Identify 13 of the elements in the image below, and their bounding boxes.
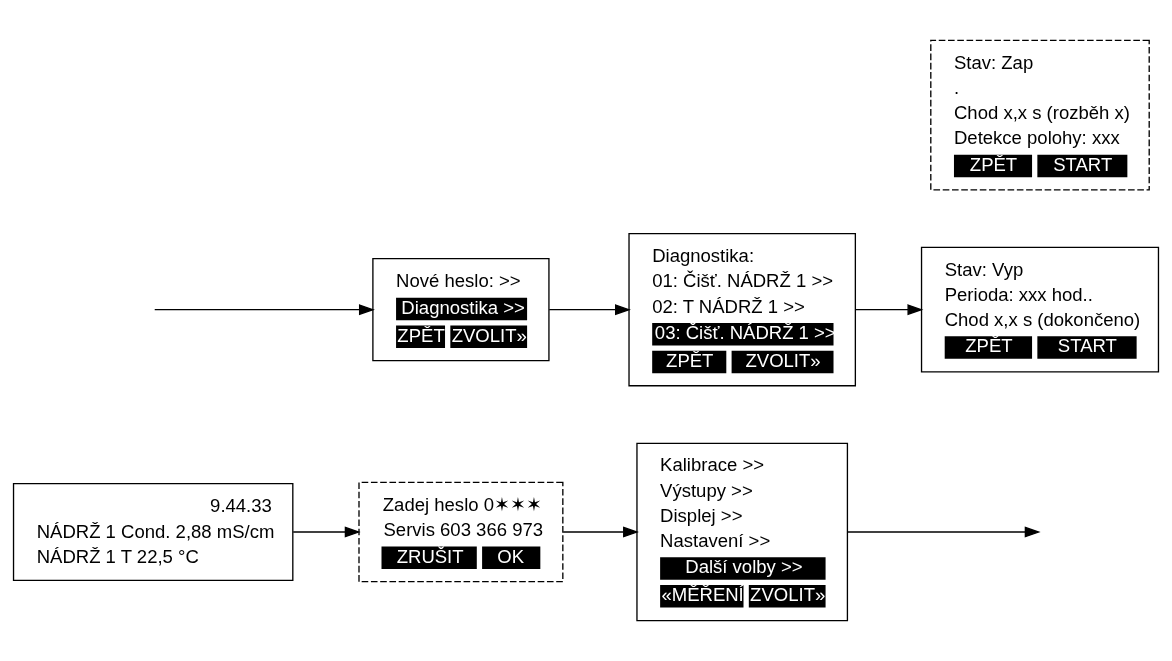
arrow (292, 526, 361, 538)
node-box: 9.44.33 NÁDRŽ 1 Cond. 2,88 mS/cm NÁDRŽ 1 T 22,5 °C (12, 483, 294, 581)
arrow (548, 304, 631, 316)
node-box: Diagnostika: 01: Čišť. NÁDRŽ 1 >> 02: T NÁDRŽ 1 >> 03: Čišť. NÁDRŽ 1 >> ZPĚT ZVOLIT» (628, 232, 856, 387)
node-box: Nové heslo: >> Diagnostika >> ZPĚT ZVOLIT» (372, 258, 550, 362)
node-box: Stav: Vyp Perioda: xxx hod.. Chod x,x s (dokončeno) ZPĚT START (920, 246, 1160, 373)
node-box: Stav: Zap . Chod x,x s (rozběh x) Detekce polohy: xxx ZPĚT START (930, 39, 1150, 191)
node-box: Zadej heslo 0✶✶✶ Servis 603 366 973 ZRUŠIT OK (358, 481, 564, 583)
arrow (846, 526, 1041, 538)
arrow (562, 526, 639, 538)
arrow (154, 304, 375, 316)
node-box: Kalibrace >> Výstupy >> Displej >> Nastavení >> Další volby >> «MĚŘENÍ ZVOLIT» (636, 442, 849, 622)
arrow (854, 304, 924, 316)
